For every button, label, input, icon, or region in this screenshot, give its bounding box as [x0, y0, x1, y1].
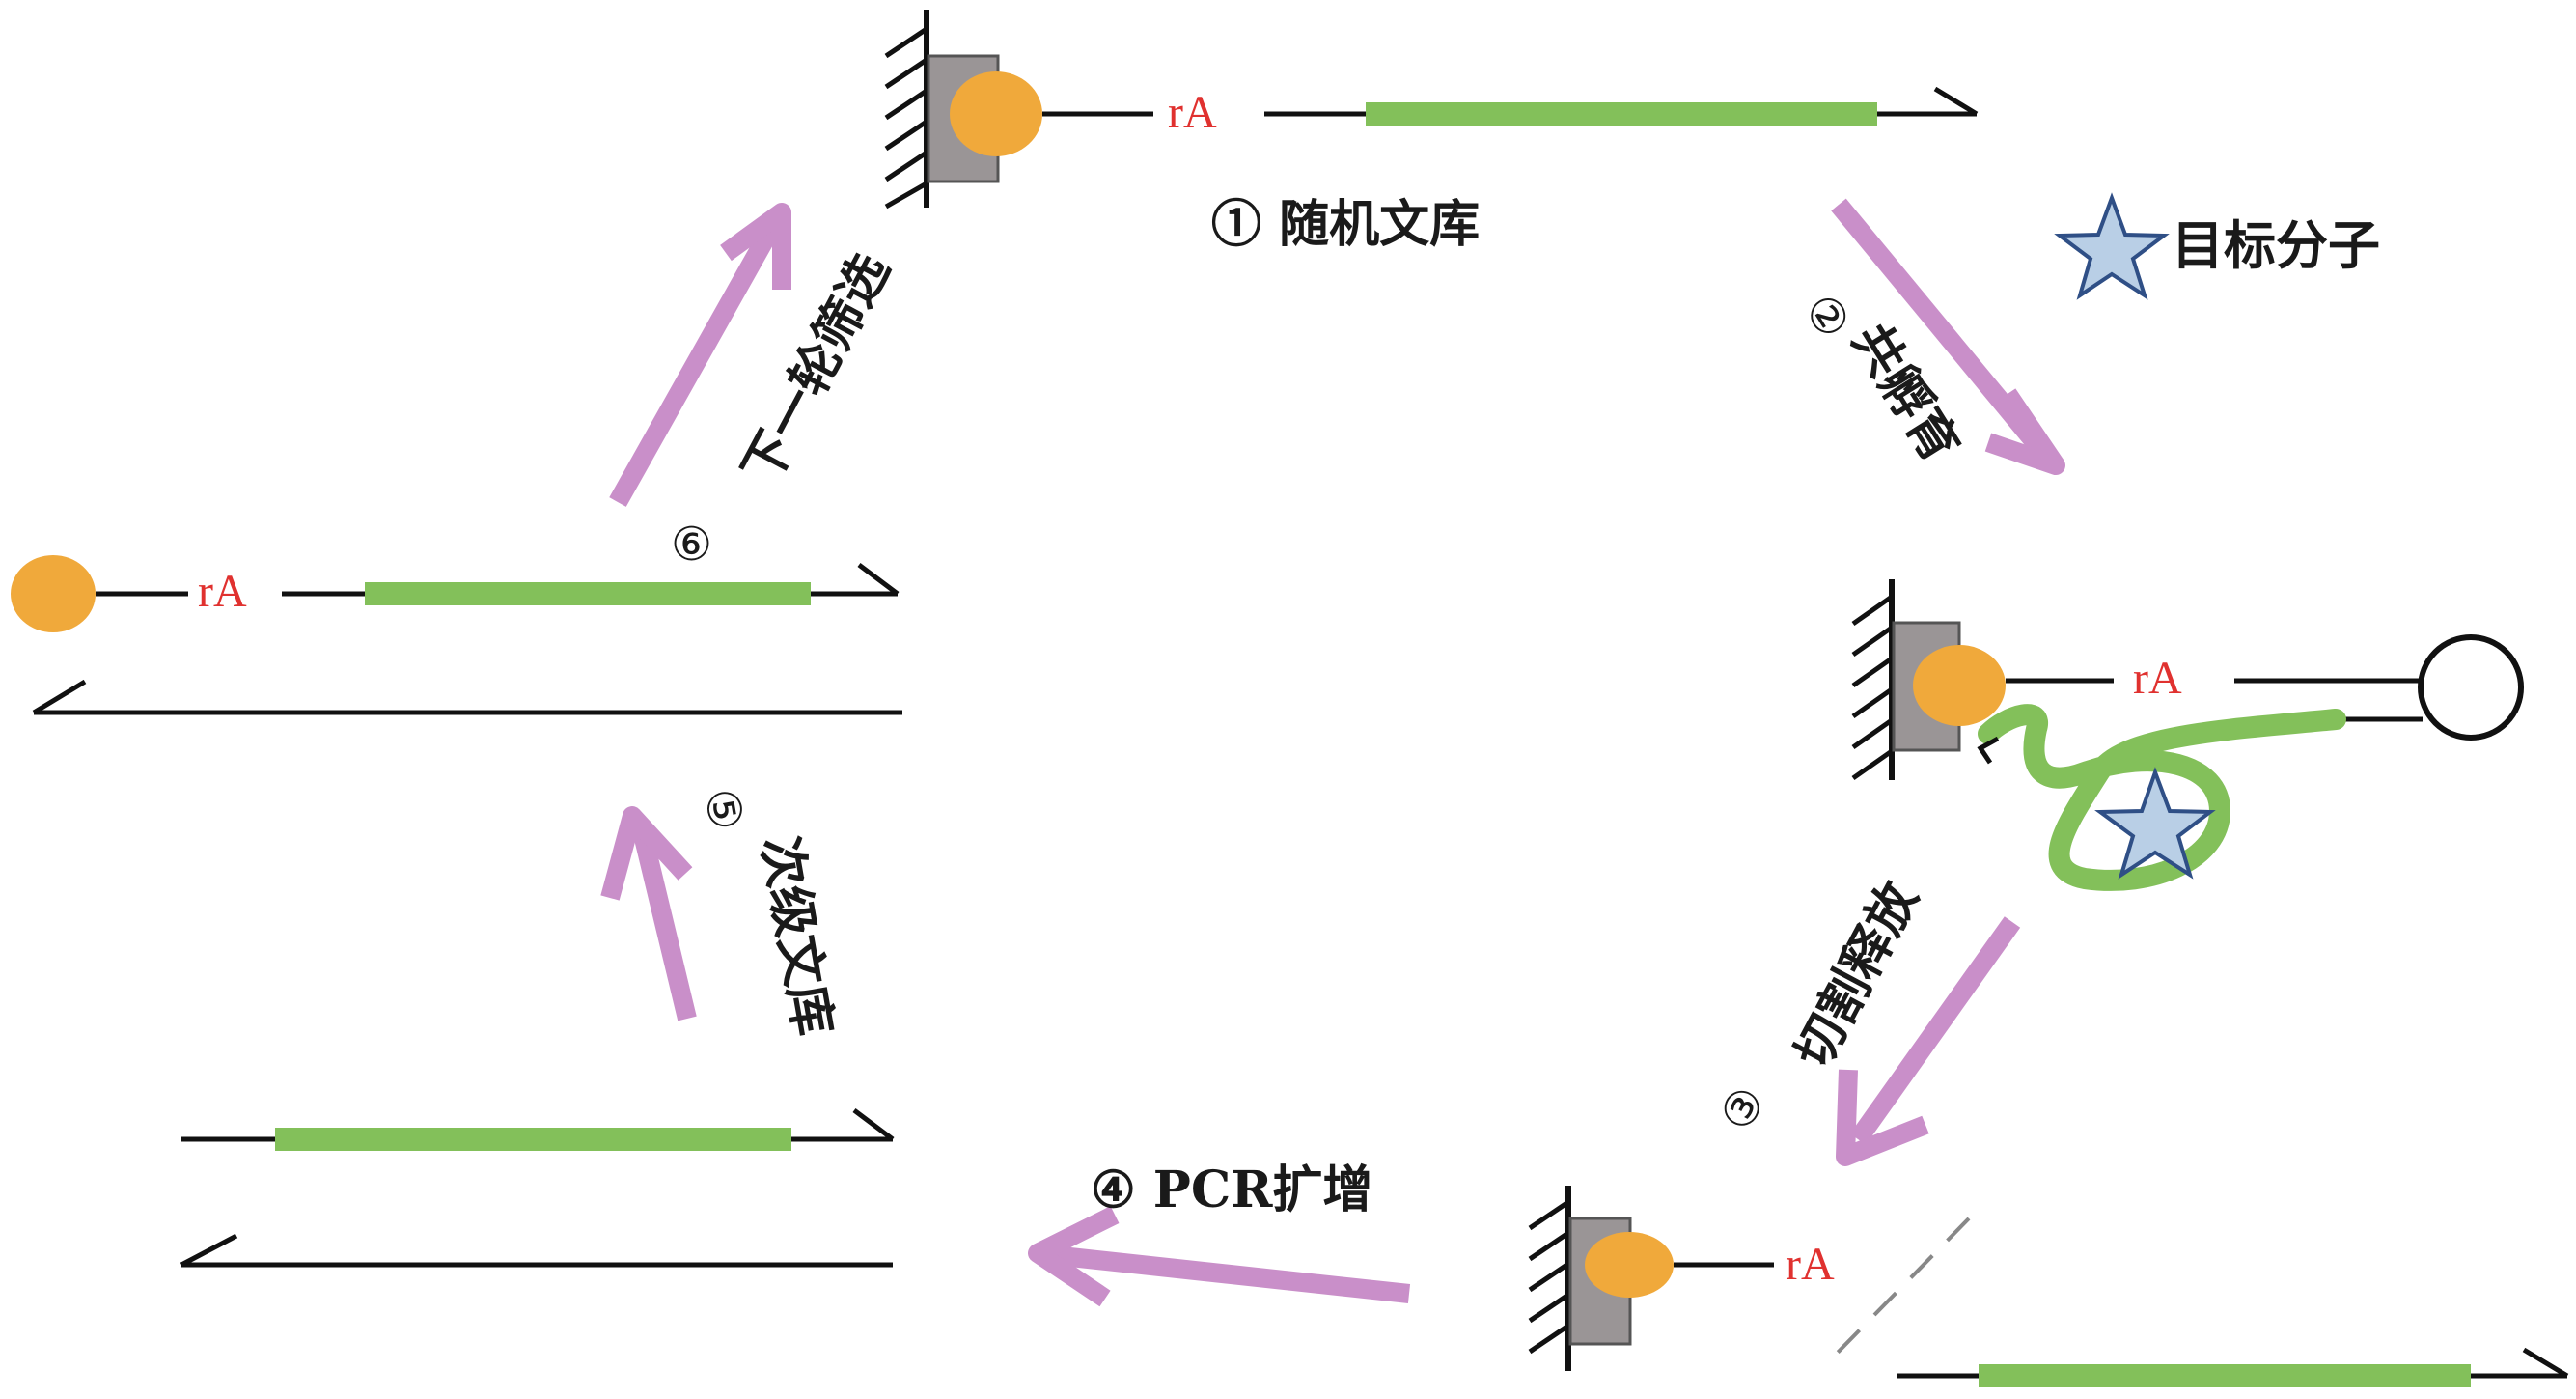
bound-complex: rA: [1851, 579, 2524, 891]
arrow-step3: [1836, 916, 2021, 1166]
arrow-step2: [1831, 198, 2065, 475]
arrow-step5: [600, 806, 697, 1021]
step5-number: ⑤: [693, 784, 754, 834]
ra-label-complex: rA: [2133, 653, 2182, 704]
orange-bead: [1913, 645, 2006, 726]
step3-label: 切割释放: [1784, 873, 1930, 1077]
orange-bead: [11, 555, 96, 632]
star-icon: [2094, 767, 2216, 880]
step4-label: ④ PCR扩增: [1091, 1161, 1372, 1219]
released-strand: [1897, 1347, 2569, 1387]
cleaved-support: rA: [1528, 1186, 1971, 1371]
step6-label: 下一轮筛选: [732, 244, 901, 493]
step6-number: ⑥: [671, 518, 712, 572]
target-molecule-label: 目标分子: [2172, 214, 2380, 276]
orange-bead: [1585, 1232, 1674, 1298]
ra-label-cleaved: rA: [1786, 1239, 1835, 1290]
secondary-library-duplex: [180, 1108, 895, 1268]
orange-bead: [950, 71, 1042, 156]
ra-label-left: rA: [198, 566, 247, 617]
star-icon: [2054, 192, 2170, 300]
arrow-step6: [609, 203, 791, 507]
step1-label: ① 随机文库: [1211, 195, 1480, 254]
random-library-strand: rA: [884, 10, 1979, 210]
step5-label: 次级文库: [750, 832, 843, 1040]
next-round-duplex: rA: [11, 555, 902, 715]
step3-number: ③: [1709, 1077, 1777, 1139]
arrow-step4: [1028, 1206, 1411, 1307]
ra-label-top: rA: [1168, 87, 1217, 138]
